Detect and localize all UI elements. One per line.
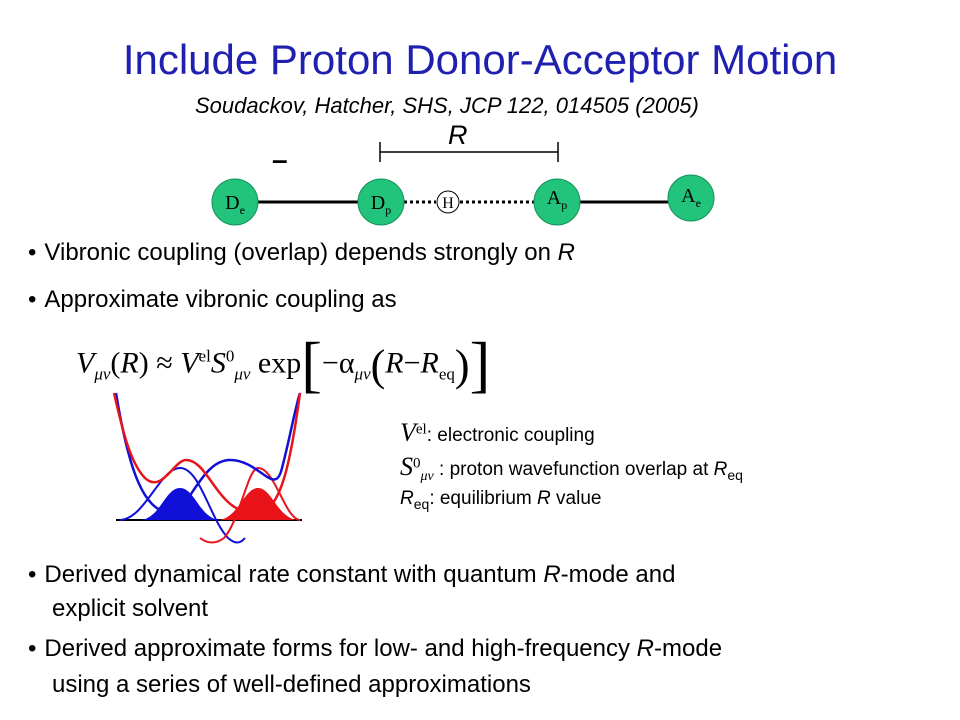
bullet-derived-rate: Derived dynamical rate constant with qua… (28, 560, 675, 590)
r-distance-label: R (448, 120, 468, 150)
node-dp: Dp (357, 178, 405, 226)
page-title: Include Proton Donor-Acceptor Motion (122, 36, 838, 83)
eq-r: R (120, 346, 139, 380)
bullet-var: R (557, 239, 575, 266)
def-v-text: : electronic coupling (426, 425, 595, 446)
node-de: De (211, 178, 259, 226)
citation: Soudackov, Hatcher, SHS, JCP 122, 014505… (195, 93, 699, 118)
def-s-var: R (713, 459, 728, 480)
def-s-sub2: eq (727, 466, 743, 483)
eq-sub-eq: eq (438, 364, 455, 384)
bullet-text: Vibronic coupling (overlap) depends stro… (44, 239, 558, 266)
bullet-text-tail: -mode and (560, 561, 676, 588)
negative-charge-sign: – (272, 144, 288, 175)
def-v-symbol: V (400, 418, 416, 447)
def-r-tail: value (550, 488, 602, 509)
eq-v: V (76, 346, 95, 380)
bullet-derived-rate-line2: explicit solvent (52, 595, 209, 622)
node-h: H (436, 190, 460, 214)
bullet-var: R (636, 635, 655, 662)
node-dp-label: Dp (371, 192, 391, 217)
def-r-var: R (400, 488, 414, 509)
node-ap-label: Ap (547, 187, 567, 212)
coupling-equation: Vμν(R) ≈ VelS0μν exp[−αμν(R−Req)] (76, 331, 491, 399)
blue-wavefunction-outline (119, 466, 246, 544)
donor-acceptor-diagram: De Dp H Ap Ae (211, 142, 715, 226)
definition-s0: S0μν : proton wavefunction overlap at Re… (400, 452, 743, 485)
bullet-derived-forms-line2: using a series of well-defined approxima… (52, 671, 531, 698)
bullet-derived-forms: Derived approximate forms for low- and h… (28, 634, 722, 664)
bullet-text-tail: -mode (654, 635, 723, 662)
proton-potential-plot (112, 392, 302, 544)
bullet-approximate: Approximate vibronic coupling as (28, 285, 397, 315)
eq-exp: exp (257, 346, 302, 380)
node-ap: Ap (533, 178, 581, 226)
node-ae-label: Ae (681, 185, 701, 210)
eq-r3: R (420, 346, 439, 380)
bullet-text: Approximate vibronic coupling as (44, 286, 397, 313)
eq-sub-munu: μν (94, 364, 111, 384)
definition-req: Req: equilibrium R value (400, 488, 601, 512)
def-s-sub: μν (420, 468, 434, 484)
eq-s: S (210, 346, 226, 380)
def-r-var2: R (537, 488, 551, 509)
blue-potential-curve (114, 392, 302, 515)
node-h-label: H (442, 195, 454, 212)
def-v-sup: el (415, 421, 427, 438)
def-s-text: : proton wavefunction overlap at (433, 459, 714, 480)
eq-approx: ≈ (156, 346, 173, 380)
node-ae: Ae (667, 174, 715, 222)
eq-r2: R (385, 346, 404, 380)
bullet-vibronic-coupling: Vibronic coupling (overlap) depends stro… (28, 238, 575, 268)
eq-minus: − (403, 346, 421, 380)
def-s-sup: 0 (413, 455, 421, 472)
red-potential-curve (112, 392, 302, 515)
node-de-label: De (225, 192, 245, 217)
blue-wavefunction (140, 488, 220, 520)
eq-v2: V (180, 346, 199, 380)
definition-vel: Vel: electronic coupling (400, 418, 595, 448)
def-r-sub: eq (413, 495, 430, 512)
def-r-text: : equilibrium (429, 488, 538, 509)
eq-sup-zero: 0 (225, 346, 235, 366)
red-wavefunction-outline (199, 466, 301, 544)
eq-sup-el: el (198, 346, 211, 366)
eq-minus-alpha: −α (321, 346, 355, 380)
bullet-var: R (543, 561, 561, 588)
bullet-text: Derived dynamical rate constant with qua… (44, 561, 544, 588)
eq-sub-munu2: μν (234, 364, 251, 384)
def-s-symbol: S (400, 452, 413, 481)
bullet-text: Derived approximate forms for low- and h… (44, 635, 637, 662)
eq-sub-munu3: μν (354, 364, 371, 384)
